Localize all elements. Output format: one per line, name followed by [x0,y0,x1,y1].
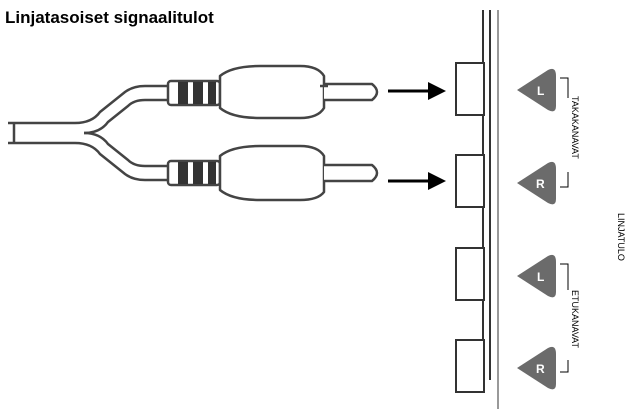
rca-plug-1 [166,64,379,120]
y-cable [8,84,168,182]
line-in-label: LINJATULO [616,213,626,261]
jack-label-front-right: R [536,362,545,376]
jack-label-rear-right: R [536,177,545,191]
arrow-to-socket-2 [388,172,446,190]
input-socket-2 [455,154,485,208]
jack-indicator-front-right: R [517,346,556,390]
jack-label-rear-left: L [537,84,544,98]
input-socket-4 [455,339,485,393]
arrow-to-socket-1 [388,82,446,100]
rca-plug-2 [166,144,379,202]
input-socket-1 [455,62,485,116]
jack-indicator-rear-left: L [517,68,556,112]
bracket-rear [560,77,569,188]
jack-indicator-rear-right: R [517,161,556,205]
diagram-title: Linjatasoiset signaalitulot [5,8,214,27]
panel-edge [482,10,499,409]
bracket-front [560,263,569,373]
jack-indicator-front-left: L [517,254,556,298]
input-socket-3 [455,247,485,301]
jack-label-front-left: L [537,270,544,284]
front-channels-label: ETUKANAVAT [570,290,580,349]
rear-channels-label: TAKAKANAVAT [570,96,580,159]
